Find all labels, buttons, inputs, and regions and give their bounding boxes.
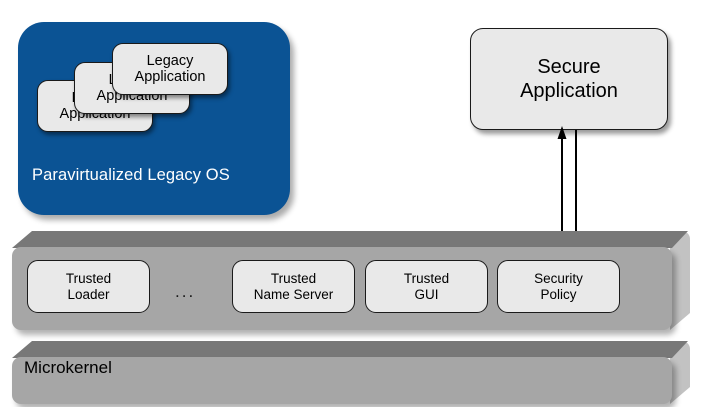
legacy-os-label: Paravirtualized Legacy OS <box>32 166 230 184</box>
legacy-application-box-front: Legacy Application <box>112 43 228 95</box>
secure-application-box: Secure Application <box>470 28 668 130</box>
services-slab-top-face <box>12 231 688 248</box>
legacy-application-text-front: Legacy Application <box>134 52 206 85</box>
kernel-slab-top-face <box>12 341 688 358</box>
microkernel-layer <box>12 341 703 404</box>
kernel-slab-front-face <box>12 357 672 404</box>
services-ellipsis: ... <box>175 282 196 301</box>
service-box-trusted-gui: Trusted GUI <box>365 260 488 313</box>
services-slab-side-face <box>670 231 690 330</box>
microkernel-label: Microkernel <box>24 358 112 377</box>
service-label-trusted-name-server: Trusted Name Server <box>253 270 334 302</box>
service-label-trusted-loader: Trusted Loader <box>65 270 112 302</box>
service-box-trusted-name-server: Trusted Name Server <box>232 260 355 313</box>
service-box-trusted-loader: Trusted Loader <box>27 260 150 313</box>
secure-application-label: Secure Application <box>520 56 618 102</box>
service-label-trusted-gui: Trusted GUI <box>403 270 450 302</box>
kernel-slab-side-face <box>670 341 690 404</box>
service-box-security-policy: Security Policy <box>497 260 620 313</box>
service-label-security-policy: Security Policy <box>534 270 583 302</box>
